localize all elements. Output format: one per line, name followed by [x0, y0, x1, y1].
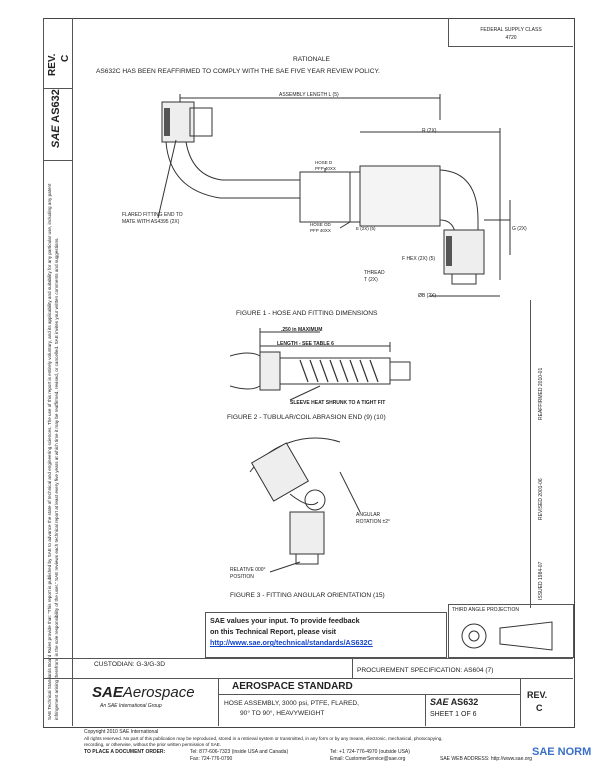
title-top-line — [43, 658, 573, 659]
feedback-box — [205, 612, 447, 658]
title-mid-line — [43, 678, 573, 679]
f-hex-label: F HEX (2X) (5) — [402, 256, 436, 262]
projection-label: THIRD ANGLE PROJECTION — [452, 607, 519, 613]
sae-logo-left: SAE — [50, 125, 62, 148]
doc-id-left: SAE AS632 — [50, 89, 62, 148]
angular-line2: ROTATION ±2° — [356, 519, 391, 525]
figure1-caption: FIGURE 1 - HOSE AND FITTING DIMENSIONS — [236, 310, 378, 317]
left-divider — [44, 88, 73, 89]
fax: Fax: 724-776-0790 — [190, 756, 233, 762]
sleeve-label: SLEEVE HEAT SHRUNK TO A TIGHT FIT — [290, 400, 386, 406]
g-label: G (2X) — [512, 226, 527, 232]
issued-text: ISSUED 1984-07 — [538, 561, 544, 600]
sae-aerospace-logo: SAEAerospace — [92, 684, 195, 701]
right-vertical-divider — [530, 300, 531, 608]
watermark: SAE NORM — [532, 746, 592, 758]
title-div-2 — [425, 694, 426, 726]
relative-line2: POSITION — [230, 574, 254, 580]
title-div-1 — [218, 678, 219, 726]
doc-number-block: SAE AS632 — [430, 697, 478, 707]
web-address[interactable]: SAE WEB ADDRESS: http://www.sae.org — [440, 756, 532, 762]
e-label: E (2X) (5) — [356, 226, 376, 231]
rev-label-left: REV. — [47, 53, 58, 76]
figure1-drawing — [157, 94, 511, 297]
doc-logo: SAE — [430, 697, 449, 707]
length-label: LENGTH - SEE TABLE 6 — [277, 341, 334, 347]
revised-text: REVISED 2001-06 — [538, 478, 544, 520]
left-strip-inner — [72, 18, 73, 726]
logo-sae: SAE — [92, 684, 123, 701]
logo-sub: An SAE International Group — [100, 703, 162, 709]
flared-line2: MATE WITH AS4395 (2X) — [122, 219, 180, 225]
custodian: CUSTODIAN: G-3/G-3D — [94, 661, 165, 668]
reaffirmed-text: REAFFIRMED 2010-01 — [538, 367, 544, 420]
hose-d-label: HOSE D — [315, 160, 333, 165]
rights-text: All rights reserved. No part of this pub… — [84, 736, 443, 741]
procurement: PROCUREMENT SPECIFICATION: AS604 (7) — [357, 667, 494, 674]
thread-label: THREAD — [364, 270, 385, 276]
left-divider-2 — [44, 160, 73, 161]
figure3-drawing — [249, 437, 361, 573]
feedback-url[interactable]: http://www.sae.org/technical/standards/A… — [210, 638, 373, 647]
doc-id-text: AS632 — [50, 89, 62, 123]
dim-r-label: R (2X) — [422, 128, 437, 134]
sheet-number: SHEET 1 OF 6 — [430, 711, 477, 718]
disclaimer-text: SAE Technical Standards Board Rules prov… — [47, 183, 59, 720]
logo-aero: Aerospace — [122, 684, 195, 701]
feedback-line2: on this Technical Report, please visit — [210, 627, 337, 636]
rationale-title: RATIONALE — [293, 56, 330, 63]
fsc-line2: 4720 — [505, 35, 517, 41]
projection-box — [448, 604, 574, 658]
aerospace-standard: AEROSPACE STANDARD — [232, 681, 353, 692]
tel2: Tel: +1 724-776-4970 (outside USA) — [330, 749, 410, 755]
feedback-line1: SAE values your input. To provide feedba… — [210, 616, 360, 625]
assembly-length-label: ASSEMBLY LENGTH L (5) — [279, 92, 339, 98]
title-line2: 90° TO 90°, HEAVYWEIGHT — [240, 710, 325, 717]
pfp-label: PFP 40XX — [315, 166, 336, 171]
title-div-3 — [520, 678, 521, 726]
order-label: TO PLACE A DOCUMENT ORDER: — [84, 749, 166, 755]
left-strip-border — [43, 18, 44, 726]
thread-t-label: T (2X) — [364, 277, 378, 283]
pfp2-label: PFP 40XX — [310, 228, 331, 233]
figure2-drawing — [230, 328, 411, 401]
rights-text-2: recording, or otherwise, without the pri… — [84, 742, 222, 747]
rev-value-block: C — [536, 703, 543, 713]
rev-label-block: REV. — [527, 690, 548, 700]
projection-symbol — [461, 621, 553, 651]
email[interactable]: Email: CustomerService@sae.org — [330, 756, 406, 762]
figure2-caption: FIGURE 2 - TUBULAR/COIL ABRASION END (9)… — [227, 414, 386, 421]
figure3-caption: FIGURE 3 - FITTING ANGULAR ORIENTATION (… — [230, 592, 385, 599]
tel1: Tel: 877-606-7323 (inside USA and Canada… — [190, 749, 289, 755]
fsc-box — [448, 18, 573, 47]
rev-value-left: C — [60, 54, 71, 62]
fsc-line1: FEDERAL SUPPLY CLASS — [480, 27, 542, 33]
title-line1: HOSE ASSEMBLY, 3000 psi, PTFE, FLARED, — [224, 700, 359, 707]
flared-line1: FLARED FITTING END TO — [122, 212, 183, 218]
rationale-text: AS632C HAS BEEN REAFFIRMED TO COMPLY WIT… — [96, 68, 380, 75]
proc-divider — [352, 658, 353, 678]
relative-line1: RELATIVE 000° — [230, 567, 266, 573]
doc-number: AS632 — [450, 697, 479, 707]
title-sub-line — [218, 694, 520, 695]
hose-od-label: HOSE OD — [310, 222, 331, 227]
max-label: .250 in MAXIMUM — [281, 327, 323, 333]
angular-line1: ANGULAR — [356, 512, 381, 518]
phi-b-label: ØB (2X) — [418, 293, 437, 299]
copyright: Copyright 2010 SAE International — [84, 729, 159, 735]
